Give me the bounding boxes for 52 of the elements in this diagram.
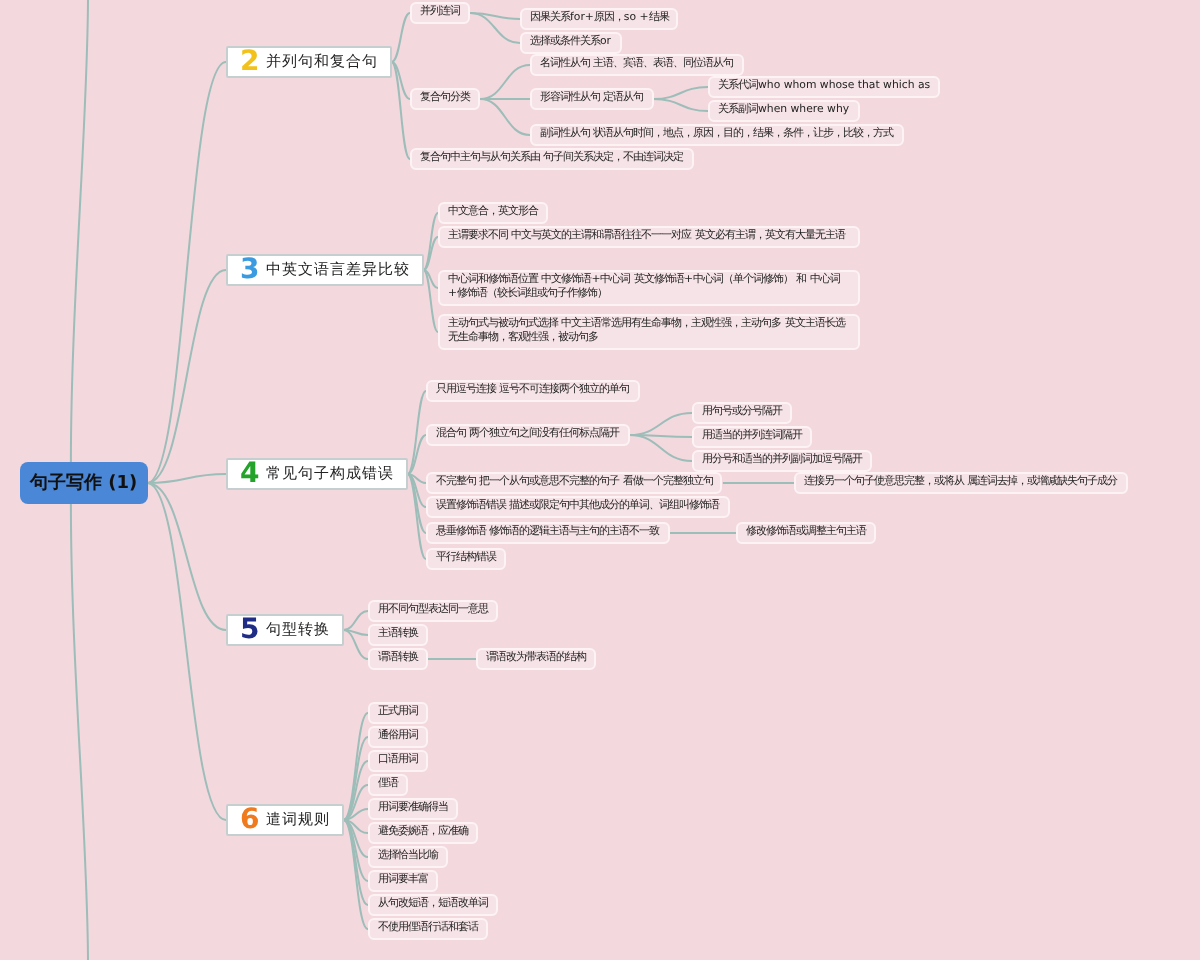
connector-line (342, 819, 369, 906)
connector-line (342, 610, 369, 631)
connector-line (422, 212, 439, 271)
connector-line (406, 390, 427, 475)
connector-line (342, 784, 369, 821)
connector-line (390, 61, 411, 160)
connector-line (342, 808, 369, 821)
connector-line (422, 236, 439, 271)
connector-line (69, 503, 89, 960)
connector-line (342, 629, 369, 660)
connector-line (628, 434, 693, 462)
branch-box (226, 46, 392, 78)
connector-line (342, 819, 369, 858)
connector-line (146, 482, 227, 821)
connector-line (721, 482, 795, 484)
connector-line (390, 61, 411, 100)
connector-line (390, 12, 411, 63)
connector-line (479, 98, 531, 136)
connector-line (479, 64, 531, 100)
connector-line (342, 712, 369, 821)
connector-line (479, 98, 531, 100)
connector-line (146, 61, 227, 484)
connector-line (146, 269, 227, 484)
connector-line (146, 482, 227, 631)
branch-box (226, 458, 408, 490)
connector-line (668, 532, 737, 534)
branch-number: 5 (240, 614, 260, 646)
branch-box (226, 804, 344, 836)
connector-line (469, 12, 521, 44)
connector-line (422, 269, 439, 289)
connector-line (342, 819, 369, 930)
branch-number: 2 (240, 46, 260, 78)
connector-line (342, 736, 369, 821)
branch-number: 6 (240, 804, 260, 836)
connector-line (406, 473, 427, 534)
branch-box (226, 254, 424, 286)
branch-number: 4 (240, 458, 260, 490)
connector-line (406, 473, 427, 508)
connector-line (406, 434, 427, 475)
connector-line (406, 473, 427, 484)
root-box: 句子写作 (1) (20, 462, 148, 504)
connector-line (469, 12, 521, 20)
connector-line (146, 473, 227, 484)
connector-line (342, 629, 369, 636)
connector-line (342, 819, 369, 834)
connector-line (69, 0, 89, 463)
branch-number: 3 (240, 254, 260, 286)
branch-box (226, 614, 344, 646)
connector-line (652, 98, 709, 112)
connector-line (406, 473, 427, 560)
connector-line (427, 658, 477, 660)
connector-line (422, 269, 439, 333)
